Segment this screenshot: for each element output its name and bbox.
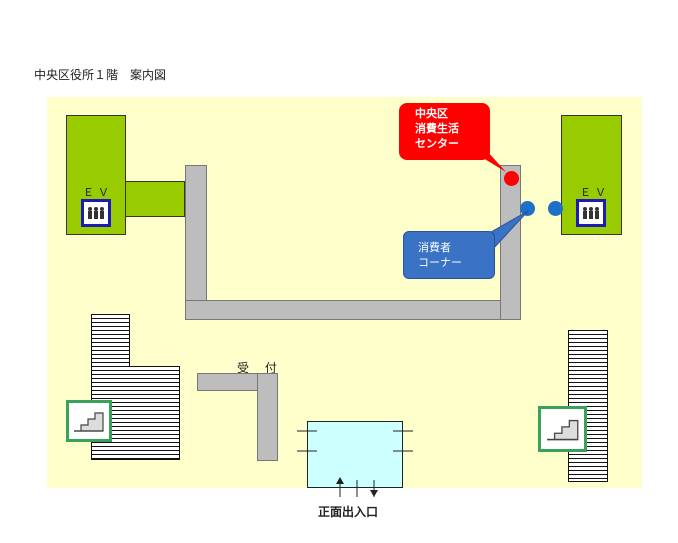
consumer-corner-marker-1 bbox=[520, 201, 535, 216]
consumer-center-marker bbox=[504, 171, 519, 186]
reception-label: 受 付 bbox=[237, 361, 283, 375]
callout-consumer-line2: コーナー bbox=[418, 256, 462, 269]
corridor-right-vertical bbox=[500, 165, 521, 320]
elevator-icon bbox=[583, 207, 599, 219]
stairs-icon bbox=[74, 412, 104, 432]
callout-consumer-line1: 消費者 bbox=[418, 241, 451, 254]
entrance-label: 正面出入口 bbox=[318, 505, 379, 519]
elevator-label-right: ＥＶ bbox=[580, 186, 610, 199]
stairs-icon-right bbox=[538, 406, 587, 452]
elevator-icon-right bbox=[576, 199, 606, 227]
callout-center-line1: 中央区 bbox=[415, 107, 448, 120]
elevator-connector-left bbox=[125, 181, 185, 217]
consumer-corner-marker-2 bbox=[548, 201, 563, 216]
page-title: 中央区役所１階 案内図 bbox=[34, 68, 167, 82]
callout-center-line2: 消費生活 bbox=[415, 122, 459, 135]
stairs-icon-left bbox=[66, 400, 112, 442]
callout-center-line3: センター bbox=[415, 137, 459, 150]
elevator-icon bbox=[88, 207, 104, 219]
elevator-icon-left bbox=[81, 199, 111, 227]
stairs-icon bbox=[546, 419, 578, 441]
reception-counter-vertical bbox=[257, 373, 278, 461]
callout-consumer-corner: 消費者 コーナー bbox=[403, 231, 495, 279]
callout-consumer-center: 中央区 消費生活 センター bbox=[399, 103, 490, 160]
arrow-down-icon bbox=[370, 480, 378, 497]
arrow-up-icon bbox=[336, 477, 344, 497]
elevator-label-left: ＥＶ bbox=[83, 186, 113, 199]
entrance-hall bbox=[307, 421, 403, 488]
